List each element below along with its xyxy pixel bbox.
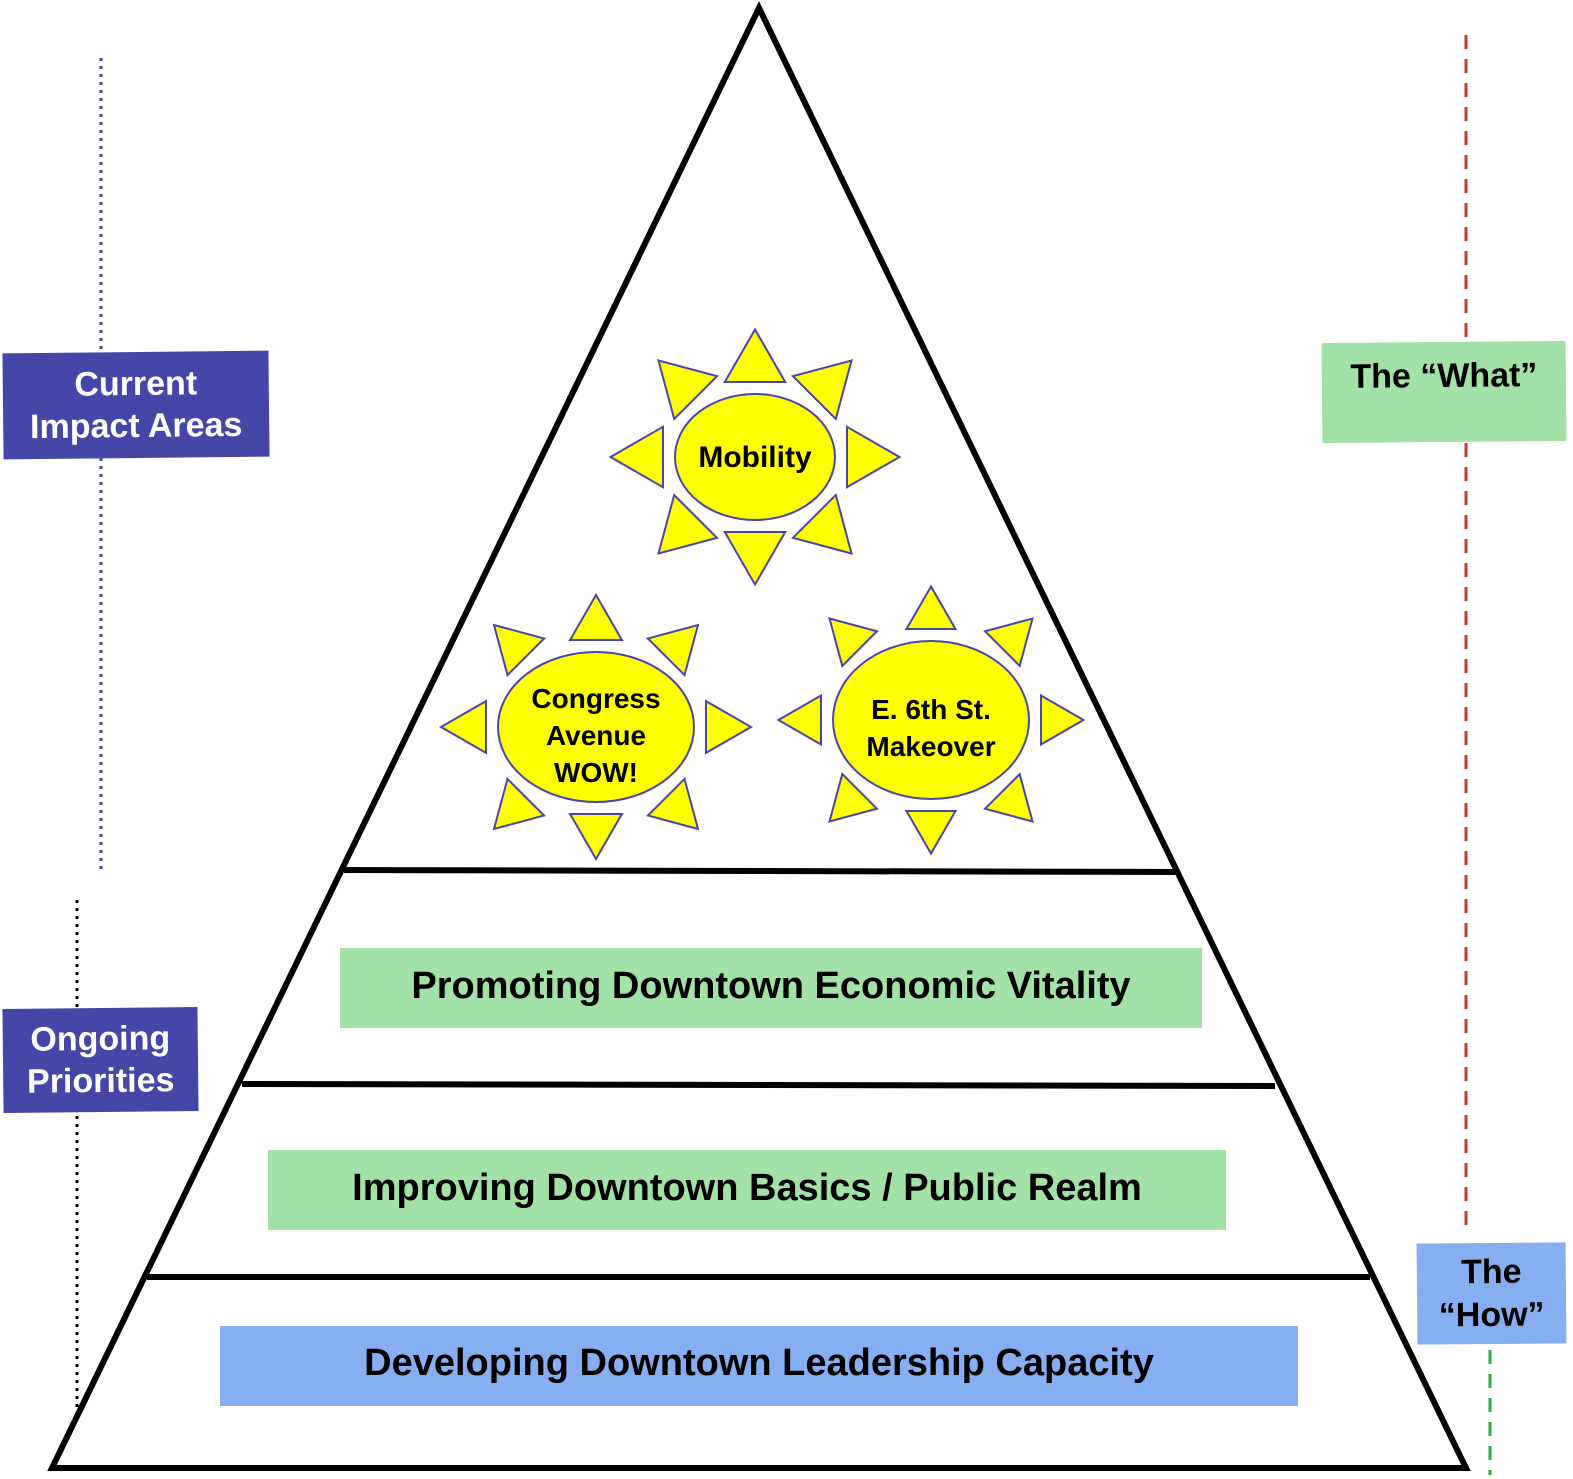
sun-ray — [705, 699, 754, 755]
sun-ray — [492, 776, 547, 831]
sun-ray — [904, 584, 958, 630]
sun-ray — [657, 493, 719, 555]
sun-ray — [904, 810, 958, 856]
sun-ray — [645, 776, 700, 831]
impact-area-label-line: Congress — [531, 683, 660, 714]
current-impact-areas-label: Current Impact Areas — [2, 350, 270, 460]
sun-ray — [1040, 693, 1086, 747]
sun-ray — [828, 772, 879, 823]
tier-label: Promoting Downtown Economic Vitality — [411, 965, 1130, 1007]
sun-ray — [438, 699, 487, 755]
sun-core — [674, 393, 836, 521]
sun-ray — [492, 623, 547, 678]
impact-area-label-line: Mobility — [698, 441, 812, 474]
sun-ray — [657, 359, 719, 421]
impact-area-label-line: WOW! — [554, 757, 638, 788]
impact-area-label-line: E. 6th St. — [871, 694, 991, 725]
tier-box — [268, 1150, 1226, 1230]
sun-ray — [568, 592, 624, 641]
tier-economic-vitality: Promoting Downtown Economic Vitality — [340, 948, 1202, 1028]
sun-core — [832, 640, 1030, 800]
tier-public-realm: Improving Downtown Basics / Public Realm — [268, 1150, 1226, 1230]
sun-ray — [983, 617, 1034, 668]
sun-ray — [983, 772, 1034, 823]
sun-mobility: Mobility — [608, 327, 902, 587]
the-how-text: The “How” — [1438, 1252, 1545, 1334]
sun-ray — [723, 327, 787, 383]
tier-divider-2 — [241, 1081, 1276, 1089]
the-what-text: The “What” — [1350, 355, 1538, 396]
tier-leadership-capacity: Developing Downtown Leadership Capacity — [220, 1326, 1298, 1406]
sun-ray — [828, 617, 879, 668]
tier-divider-1 — [343, 867, 1176, 875]
sun-ray — [723, 531, 787, 587]
sun-ray — [846, 425, 902, 489]
sun-ray — [608, 425, 664, 489]
sun-ray — [568, 813, 624, 862]
impact-area-label-line: Makeover — [866, 731, 995, 762]
sun-ray — [645, 623, 700, 678]
sun-ray — [791, 359, 853, 421]
sun-ray — [776, 693, 822, 747]
ongoing-priorities-label: Ongoing Priorities — [2, 1006, 199, 1114]
impact-area-label-line: Avenue — [546, 720, 646, 751]
sun-core — [497, 651, 695, 803]
sun-e6th-makeover: E. 6th St. Makeover — [776, 584, 1086, 856]
the-what-label: The “What” — [1321, 340, 1567, 444]
ongoing-priorities-text: Ongoing Priorities — [26, 1018, 175, 1101]
tier-label: Improving Downtown Basics / Public Realm — [352, 1167, 1142, 1209]
tier-label: Developing Downtown Leadership Capacity — [364, 1342, 1154, 1384]
the-how-label: The “How” — [1416, 1242, 1567, 1345]
pyramid-outline — [47, 1, 1471, 1471]
tier-box — [220, 1326, 1298, 1406]
tier-box — [340, 948, 1202, 1028]
sun-ray — [791, 493, 853, 555]
current-impact-areas-text: Current Impact Areas — [29, 363, 243, 447]
